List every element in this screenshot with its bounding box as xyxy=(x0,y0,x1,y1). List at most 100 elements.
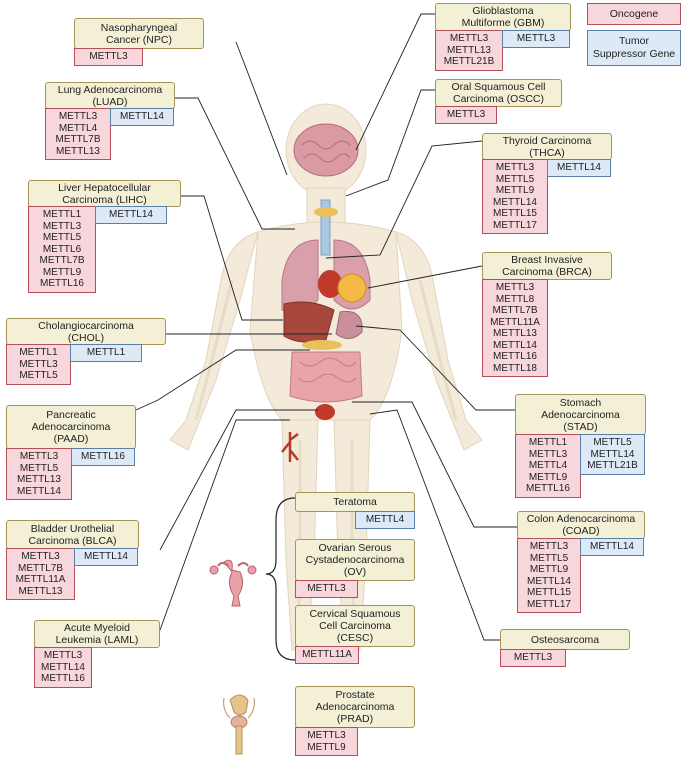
tumor-suppressor-item: METTL14 xyxy=(84,551,128,562)
oncogene-item: METTL11A xyxy=(490,316,540,328)
oncogene-item: METTL3 xyxy=(307,583,346,594)
oncogene-list: METTL3 xyxy=(435,106,497,124)
oncogene-list: METTL3 xyxy=(295,580,358,598)
oncogene-item: METTL9 xyxy=(307,741,346,753)
cancer-title: Nasopharyngeal Cancer (NPC) xyxy=(74,18,204,49)
oncogene-item: METTL7B xyxy=(492,305,538,316)
oncogene-item: METTL16 xyxy=(40,278,84,289)
cancer-title: Stomach Adenocarcinoma (STAD) xyxy=(515,394,646,435)
oncogene-item: METTL14 xyxy=(41,661,85,673)
oncogene-item: METTL4 xyxy=(58,122,98,134)
oncogene-item: METTL3 xyxy=(58,111,98,122)
oncogene-item: METTL8 xyxy=(495,293,535,305)
liver xyxy=(283,301,335,343)
oncogene-item: METTL15 xyxy=(527,587,571,598)
blood-vessels xyxy=(281,432,299,462)
oncogene-item: METTL9 xyxy=(529,564,569,575)
tumor-suppressor-item: METTL14 xyxy=(590,448,635,460)
oncogene-item: METTL14 xyxy=(527,575,571,587)
thyroid xyxy=(314,207,338,217)
tumor-suppressor-item: METTL14 xyxy=(109,209,153,220)
oncogene-item: METTL5 xyxy=(42,232,82,243)
oncogene-item: METTL14 xyxy=(493,339,537,351)
oncogene-item: METTL16 xyxy=(493,351,537,362)
oncogene-item: METTL7B xyxy=(17,562,63,574)
oncogene-item: METTL3 xyxy=(529,541,569,552)
tumor-suppressor-item: METTL1 xyxy=(86,347,126,358)
tumor-suppressor-list: METTL14 xyxy=(547,159,611,177)
tumor-suppressor-list: METTL16 xyxy=(71,448,135,466)
oncogene-list: METTL3 xyxy=(74,48,143,66)
oncogene-item: METTL14 xyxy=(493,196,537,208)
oncogene-item: METTL7B xyxy=(55,134,101,145)
tumor-suppressor-item: METTL14 xyxy=(120,111,164,122)
oncogene-item: METTL3 xyxy=(495,162,535,173)
cancer-title: Teratoma xyxy=(295,492,415,512)
bladder xyxy=(315,404,335,420)
tumor-suppressor-list: METTL4 xyxy=(355,511,415,529)
breast-tissue xyxy=(337,273,367,303)
oncogene-item: METTL3 xyxy=(42,220,82,232)
intestine-folds xyxy=(297,357,357,383)
oncogene-item: METTL3 xyxy=(19,358,58,370)
oncogene-item: METTL16 xyxy=(41,673,85,684)
legend-tumor-suppressor-label: Tumor Suppressor Gene xyxy=(592,35,676,60)
tumor-suppressor-list: METTL14 xyxy=(74,548,138,566)
oncogene-item: METTL9 xyxy=(528,471,568,483)
oncogene-item: METTL13 xyxy=(493,328,537,339)
oncogene-item: METTL5 xyxy=(529,552,569,564)
oncogene-item: METTL5 xyxy=(19,462,59,474)
tumor-suppressor-item: METTL4 xyxy=(365,514,405,525)
cancer-title: Osteosarcoma xyxy=(500,629,630,650)
oncogene-item: METTL5 xyxy=(495,173,535,185)
cancer-title: Ovarian Serous Cystadenocarcinoma (OV) xyxy=(295,539,415,581)
oncogene-item: METTL3 xyxy=(43,650,83,661)
oncogene-item: METTL13 xyxy=(56,145,100,157)
pancreas xyxy=(302,340,342,350)
cancer-title: Breast Invasive Carcinoma (BRCA) xyxy=(482,252,612,280)
cancer-title: Bladder Urothelial Carcinoma (BLCA) xyxy=(6,520,139,549)
cancer-title: Thyroid Carcinoma (THCA) xyxy=(482,133,612,160)
oncogene-item: METTL13 xyxy=(447,44,491,56)
oncogene-item: METTL16 xyxy=(526,483,570,494)
oncogene-item: METTL3 xyxy=(449,33,489,44)
cancer-title: Lung Adenocarcinoma (LUAD) xyxy=(45,82,175,109)
cancer-title: Cervical Squamous Cell Carcinoma (CESC) xyxy=(295,605,415,647)
tumor-suppressor-list: METTL14 xyxy=(580,538,644,556)
oncogene-item: METTL9 xyxy=(495,185,535,196)
cancer-title: Glioblastoma Multiforme (GBM) xyxy=(435,3,571,31)
oncogene-item: METTL6 xyxy=(42,243,82,255)
oncogene-item: METTL3 xyxy=(495,282,535,293)
stomach xyxy=(335,310,363,339)
oncogene-item: METTL14 xyxy=(17,485,61,497)
oncogene-item: METTL7B xyxy=(39,255,85,266)
oncogene-item: METTL17 xyxy=(493,219,537,231)
oncogene-list: METTL11A xyxy=(295,646,359,664)
oncogene-item: METTL3 xyxy=(89,51,128,62)
oncogene-list: METTL3 xyxy=(500,649,566,667)
oncogene-item: METTL18 xyxy=(493,362,537,374)
oncogene-item: METTL13 xyxy=(18,585,63,597)
oncogene-item: METTL3 xyxy=(528,448,568,460)
cancer-title: Colon Adenocarcinoma (COAD) xyxy=(517,511,645,539)
tumor-suppressor-item: METTL21B xyxy=(587,460,638,471)
oncogene-item: METTL11A xyxy=(302,649,352,660)
oncogene-item: METTL5 xyxy=(19,370,58,381)
oncogene-item: METTL13 xyxy=(17,474,61,485)
cancer-title: Prostate Adenocarcinoma (PRAD) xyxy=(295,686,415,728)
prostate-icon xyxy=(223,694,255,755)
cancer-title: Acute Myeloid Leukemia (LAML) xyxy=(34,620,160,648)
oncogene-item: METTL1 xyxy=(42,209,82,220)
